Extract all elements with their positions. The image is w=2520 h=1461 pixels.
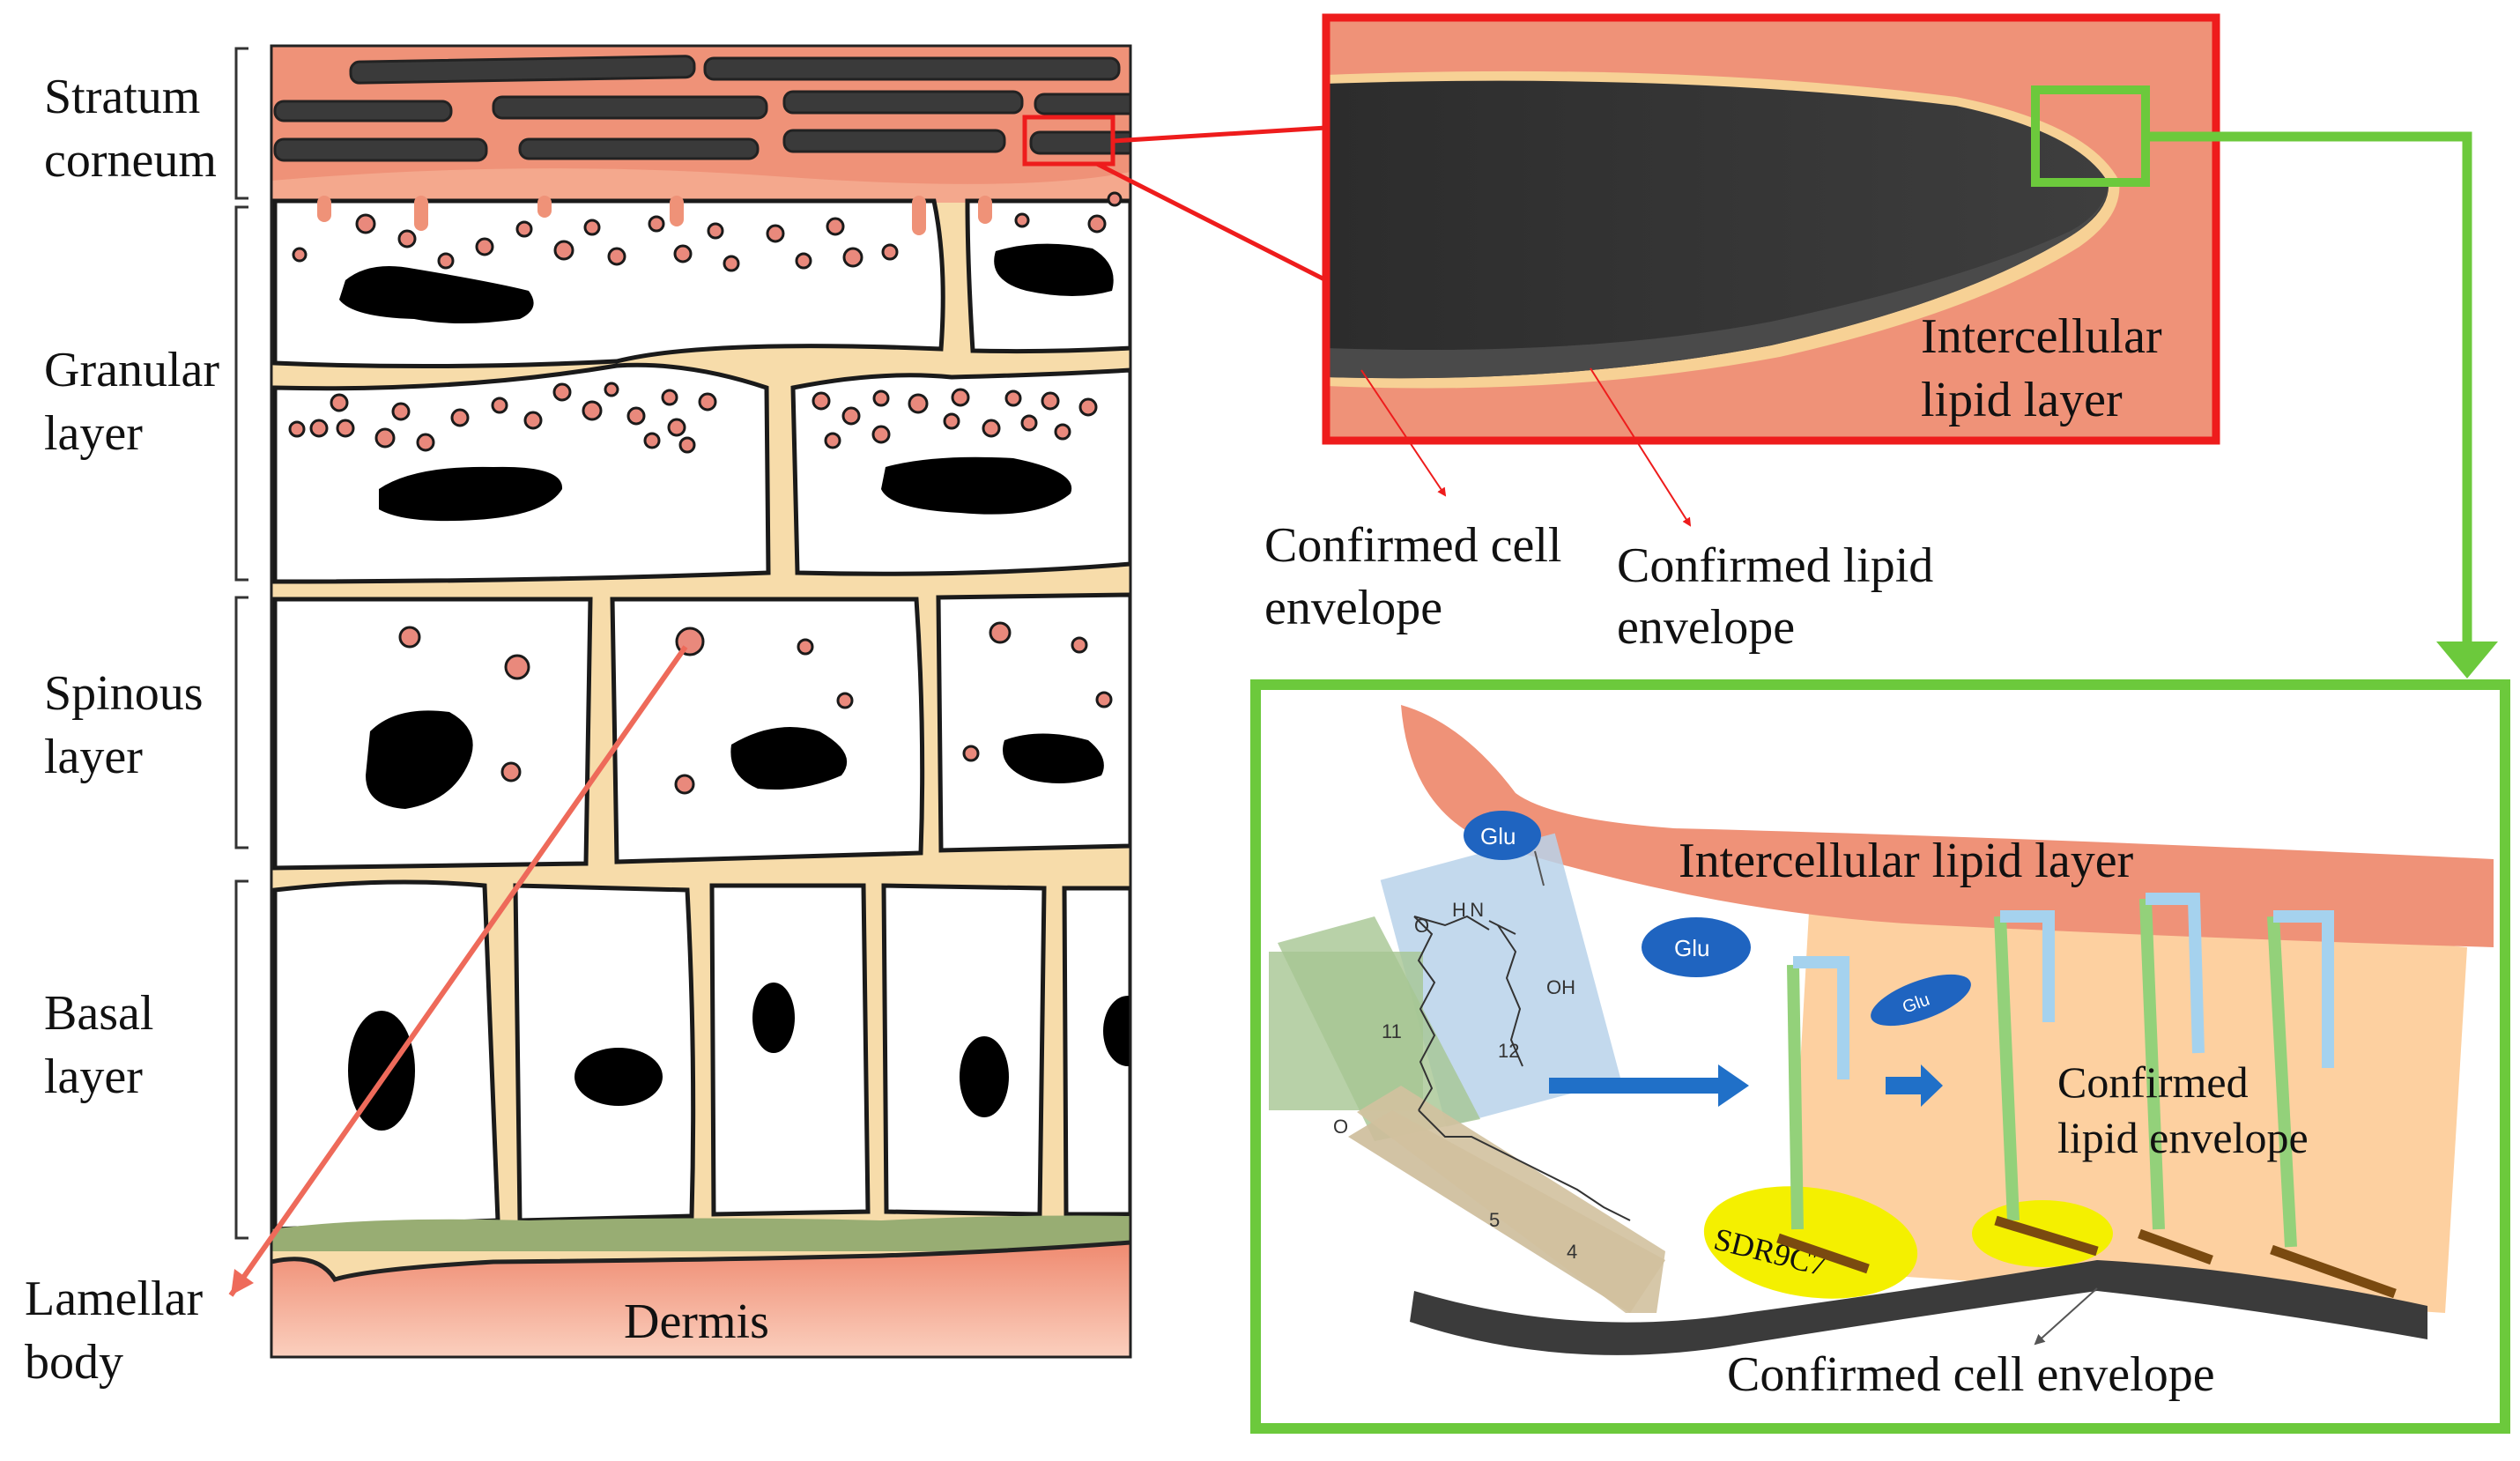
basement-membrane [271,1215,1130,1251]
label-spinous-layer: layer [44,730,143,784]
glu-bubble-3 [1871,974,1971,1027]
glu-bubble-1 [1464,811,1541,860]
intercellular-band [1401,705,2494,947]
pointer-cell-envelope [1360,369,1447,497]
detail-label-intercellular: Intercellular lipid layer [1679,834,2134,888]
corneum-shade [271,168,1130,203]
zoom-label-lipid-envelope: envelope [1617,600,1795,655]
detail-frame [1250,679,2510,1434]
zoom-label-confirmed-cell: Confirmed cell [1264,518,1561,573]
label-basal-layer: layer [44,1049,143,1104]
label-basal: Basal [44,986,153,1041]
label-granular-layer: layer [44,406,143,461]
label-dermis: Dermis [624,1294,769,1349]
detail-label-confirmed: Confirmed [2057,1057,2249,1107]
lamellar-arrow [228,645,688,1297]
ceramide-structure [1413,915,1631,1221]
cell-nuclei [339,243,1130,1131]
chem-ester-o: O [1333,1116,1348,1138]
chem-carbonyl-o: O [1414,915,1429,937]
glu-label-1: Glu [1480,823,1516,849]
label-body: body [25,1335,123,1390]
chem-n11: 11 [1382,1020,1402,1042]
skin-section-frame [270,44,1132,1359]
label-corneum: corneum [44,133,217,188]
detail-connector-arrowhead [2436,642,2498,679]
bound-lipids [1787,893,2334,1248]
layer-brackets [234,47,248,1240]
zoom-connector-top [1112,125,1327,144]
zoom-label-confirmed-lipid: Confirmed lipid [1617,538,1933,593]
detail-label-lipid-envelope: lipid envelope [2057,1113,2309,1162]
zoom-label-lipid-layer: lipid layer [1921,373,2123,427]
glu-label-2: Glu [1674,935,1709,961]
cell-envelope-band [1410,1260,2427,1355]
zoom-label-cell-envelope: envelope [1264,581,1442,635]
skin-section [271,46,1130,1357]
glu-bubble-2 [1642,917,1751,977]
chem-nh: H N [1452,899,1484,921]
label-granular: Granular [44,343,219,397]
process-arrow-2 [1886,1064,1943,1107]
pointer-lipid-envelope [1590,367,1692,527]
label-stratum: Stratum [44,70,200,124]
chem-n4: 4 [1567,1241,1577,1263]
chem-n12: 12 [1498,1040,1519,1062]
zoom-panel: Intercellular lipid layer [1322,13,2220,445]
corneum-drips [317,196,992,235]
detail-label-cell-envelope: Confirmed cell envelope [1727,1347,2215,1402]
zoom-frame [1322,13,2220,445]
label-lamellar: Lamellar [25,1272,203,1326]
chem-n5: 5 [1489,1209,1500,1231]
zoom-label-intercellular: Intercellular [1921,309,2162,364]
lamellar-granules [288,191,1123,795]
detail-panel: Intercellular lipid layer H N O OH O 11 … [1256,685,2505,1428]
label-spinous: Spinous [44,666,204,721]
detail-connector [2146,131,2472,642]
corneocytes [273,55,1130,162]
zoom-connector-bottom [1095,161,1328,283]
chem-oh: OH [1546,976,1575,998]
pointer-detail-cell-envelope [2034,1287,2098,1346]
basal-cells [272,879,1130,1232]
dermis-region [271,1242,1130,1357]
process-arrow-1 [1549,1064,1749,1107]
protein-anchors [1776,1215,2397,1299]
